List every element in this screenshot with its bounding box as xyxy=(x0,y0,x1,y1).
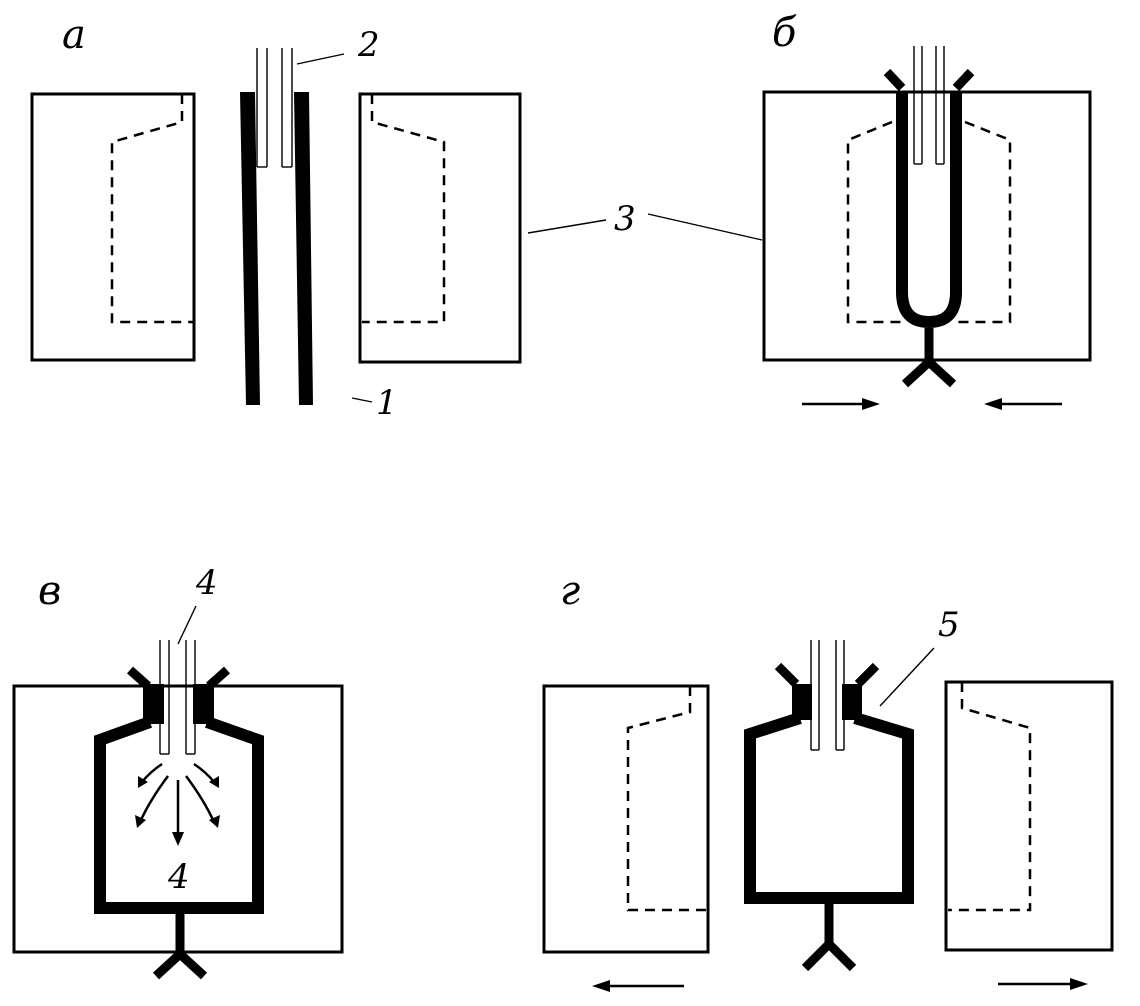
parison-a xyxy=(240,92,313,405)
mold-half-right-g xyxy=(944,680,1114,952)
mold-half-left-g xyxy=(542,684,710,954)
leader-3-left xyxy=(527,219,607,234)
leader-1 xyxy=(351,397,373,403)
bottle-wall-v xyxy=(94,716,264,914)
blow-pin-a xyxy=(256,48,293,168)
callout-5: 5 xyxy=(938,605,960,645)
parison-b xyxy=(896,92,962,329)
panel-b: б xyxy=(762,10,1092,410)
panel-a-letter: а xyxy=(62,12,86,58)
closing-arrows-b xyxy=(802,398,1062,410)
neck-right-v xyxy=(193,684,214,724)
blow-pin-v xyxy=(159,640,196,755)
leader-5 xyxy=(879,647,935,707)
mold-half-left-a xyxy=(30,92,196,362)
ejected-bottle-g xyxy=(744,640,914,972)
neck-left-v xyxy=(143,684,164,724)
callout-2: 2 xyxy=(357,25,380,65)
callout-1: 1 xyxy=(376,383,398,423)
opening-arrows-g xyxy=(592,978,1088,992)
panel-b-letter: б xyxy=(772,10,797,56)
leader-4 xyxy=(177,605,197,645)
callout-3: 3 xyxy=(614,199,636,239)
leader-3-right xyxy=(647,213,763,241)
blow-pin-b xyxy=(913,46,945,165)
callout-4-inside: 4 xyxy=(167,857,190,897)
panel-v-letter: в xyxy=(38,568,61,614)
leader-2 xyxy=(296,53,345,65)
mold-half-right-a xyxy=(358,92,522,364)
callout-3-group: 3 xyxy=(527,199,763,241)
callout-4-top: 4 xyxy=(195,563,218,603)
panel-g: г 5 xyxy=(542,568,1114,992)
panel-a: а 2 1 xyxy=(30,12,522,423)
panel-g-letter: г xyxy=(560,568,580,614)
panel-v: в xyxy=(12,563,344,980)
air-flow-arrows xyxy=(135,762,220,846)
